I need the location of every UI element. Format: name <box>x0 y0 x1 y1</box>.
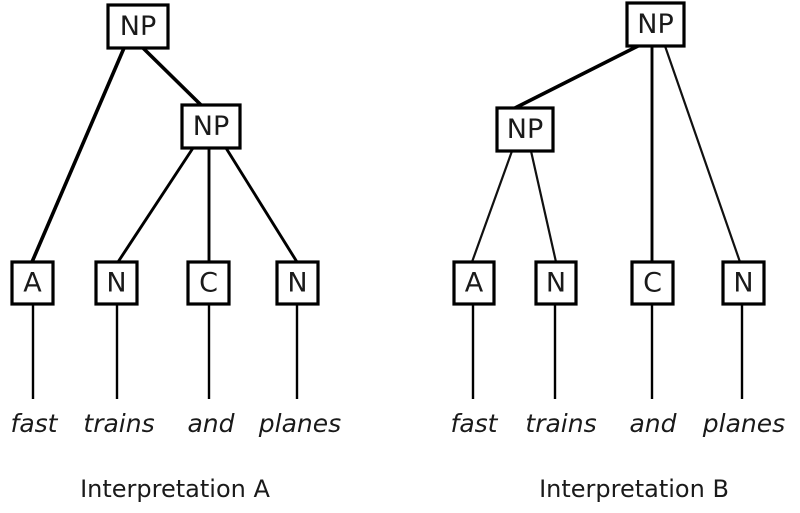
node-box-np[interactable] <box>180 103 242 150</box>
tree-caption: Interpretation A <box>80 475 270 503</box>
terminal-word: planes <box>258 409 341 438</box>
node-box-c[interactable] <box>630 260 675 306</box>
node-label: N <box>733 268 753 299</box>
node-label: A <box>23 268 42 299</box>
node-box-a[interactable] <box>452 260 496 306</box>
node-label: N <box>546 268 566 299</box>
node-box-c[interactable] <box>186 260 231 306</box>
terminal-word: and <box>187 409 234 438</box>
branch-group <box>30 46 299 263</box>
node-label: NP <box>193 111 229 142</box>
word-group: fast trains and planes <box>11 409 342 438</box>
node-label: C <box>643 268 662 299</box>
node-box-np[interactable] <box>625 1 686 48</box>
node-group: NP NP A N C N <box>10 3 320 306</box>
node-label: N <box>287 268 307 299</box>
node-group: NP NP A N C N <box>452 1 766 306</box>
node-box-n[interactable] <box>534 260 578 306</box>
branch-line <box>224 147 299 263</box>
node-label: NP <box>507 114 543 145</box>
stem-group <box>31 304 299 399</box>
branch-group <box>470 44 742 263</box>
branch-line <box>663 45 742 263</box>
word-group: fast trains and planes <box>451 409 786 438</box>
branch-line <box>116 147 195 263</box>
node-label: A <box>465 268 484 299</box>
tree-caption: Interpretation B <box>539 475 729 503</box>
node-label: C <box>199 268 218 299</box>
branch-line <box>529 150 558 263</box>
node-box-a[interactable] <box>10 260 55 306</box>
node-label: NP <box>637 9 673 40</box>
node-box-n[interactable] <box>275 260 320 306</box>
node-box-np[interactable] <box>106 3 170 50</box>
terminal-word: trains <box>83 409 154 438</box>
terminal-word: planes <box>702 409 785 438</box>
node-box-np[interactable] <box>495 106 555 153</box>
terminal-word: fast <box>11 409 59 438</box>
terminal-word: and <box>629 409 676 438</box>
terminal-word: fast <box>451 409 499 438</box>
branch-line <box>514 44 639 110</box>
branch-line <box>141 46 203 107</box>
branch-line <box>470 150 514 263</box>
branch-line <box>30 47 126 263</box>
node-box-n[interactable] <box>721 260 766 306</box>
terminal-word: trains <box>525 409 596 438</box>
node-label: N <box>106 268 126 299</box>
node-box-n[interactable] <box>94 260 139 306</box>
node-label: NP <box>120 11 156 42</box>
stem-group <box>471 304 744 399</box>
